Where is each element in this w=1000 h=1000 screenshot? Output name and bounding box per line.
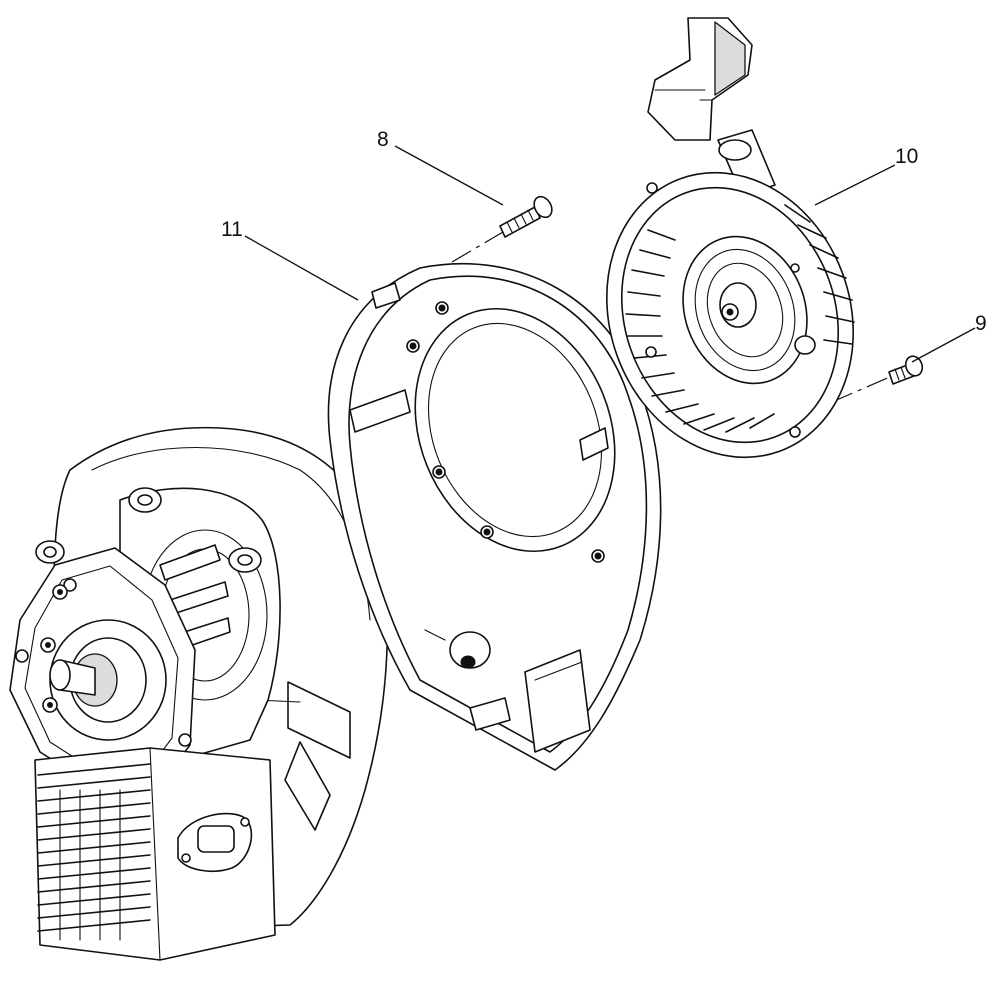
starter-hole-4 (790, 263, 800, 273)
recoil-starter-part-10 (606, 17, 855, 459)
exhaust-port (177, 812, 253, 872)
housing-lower-boss (449, 631, 491, 669)
boss-top-left (128, 487, 162, 513)
starter-center-bolt (721, 303, 739, 321)
housing-screw-hole-2 (406, 339, 420, 353)
leader-10 (814, 164, 896, 206)
screw-part-9 (888, 355, 924, 385)
starter-hole-3 (789, 426, 801, 438)
housing-screw-hole-3 (432, 465, 446, 479)
housing-screw-hole-5 (591, 549, 605, 563)
flange-screw-3 (42, 697, 58, 713)
boss-left (35, 540, 65, 564)
starter-hole-1 (646, 182, 658, 194)
leader-9 (911, 327, 976, 363)
engine-crankcase-assembly (9, 426, 389, 961)
flange-screw-2 (40, 637, 56, 653)
leader-11 (244, 235, 359, 301)
flange-screw-1 (52, 584, 68, 600)
starter-handle (647, 17, 776, 197)
housing-screw-hole-4 (480, 525, 494, 539)
starter-hole-2 (645, 346, 657, 358)
boss-right (228, 547, 262, 573)
housing-screw-hole-1 (435, 301, 449, 315)
callout-10: 10 (895, 145, 918, 168)
callout-9: 9 (975, 312, 987, 335)
callout-11: 11 (221, 218, 243, 241)
screw-part-8 (499, 195, 553, 238)
callout-8: 8 (377, 128, 389, 151)
leader-lines (244, 145, 976, 363)
leader-8 (394, 145, 504, 206)
fan-housing-part-11 (327, 263, 662, 771)
